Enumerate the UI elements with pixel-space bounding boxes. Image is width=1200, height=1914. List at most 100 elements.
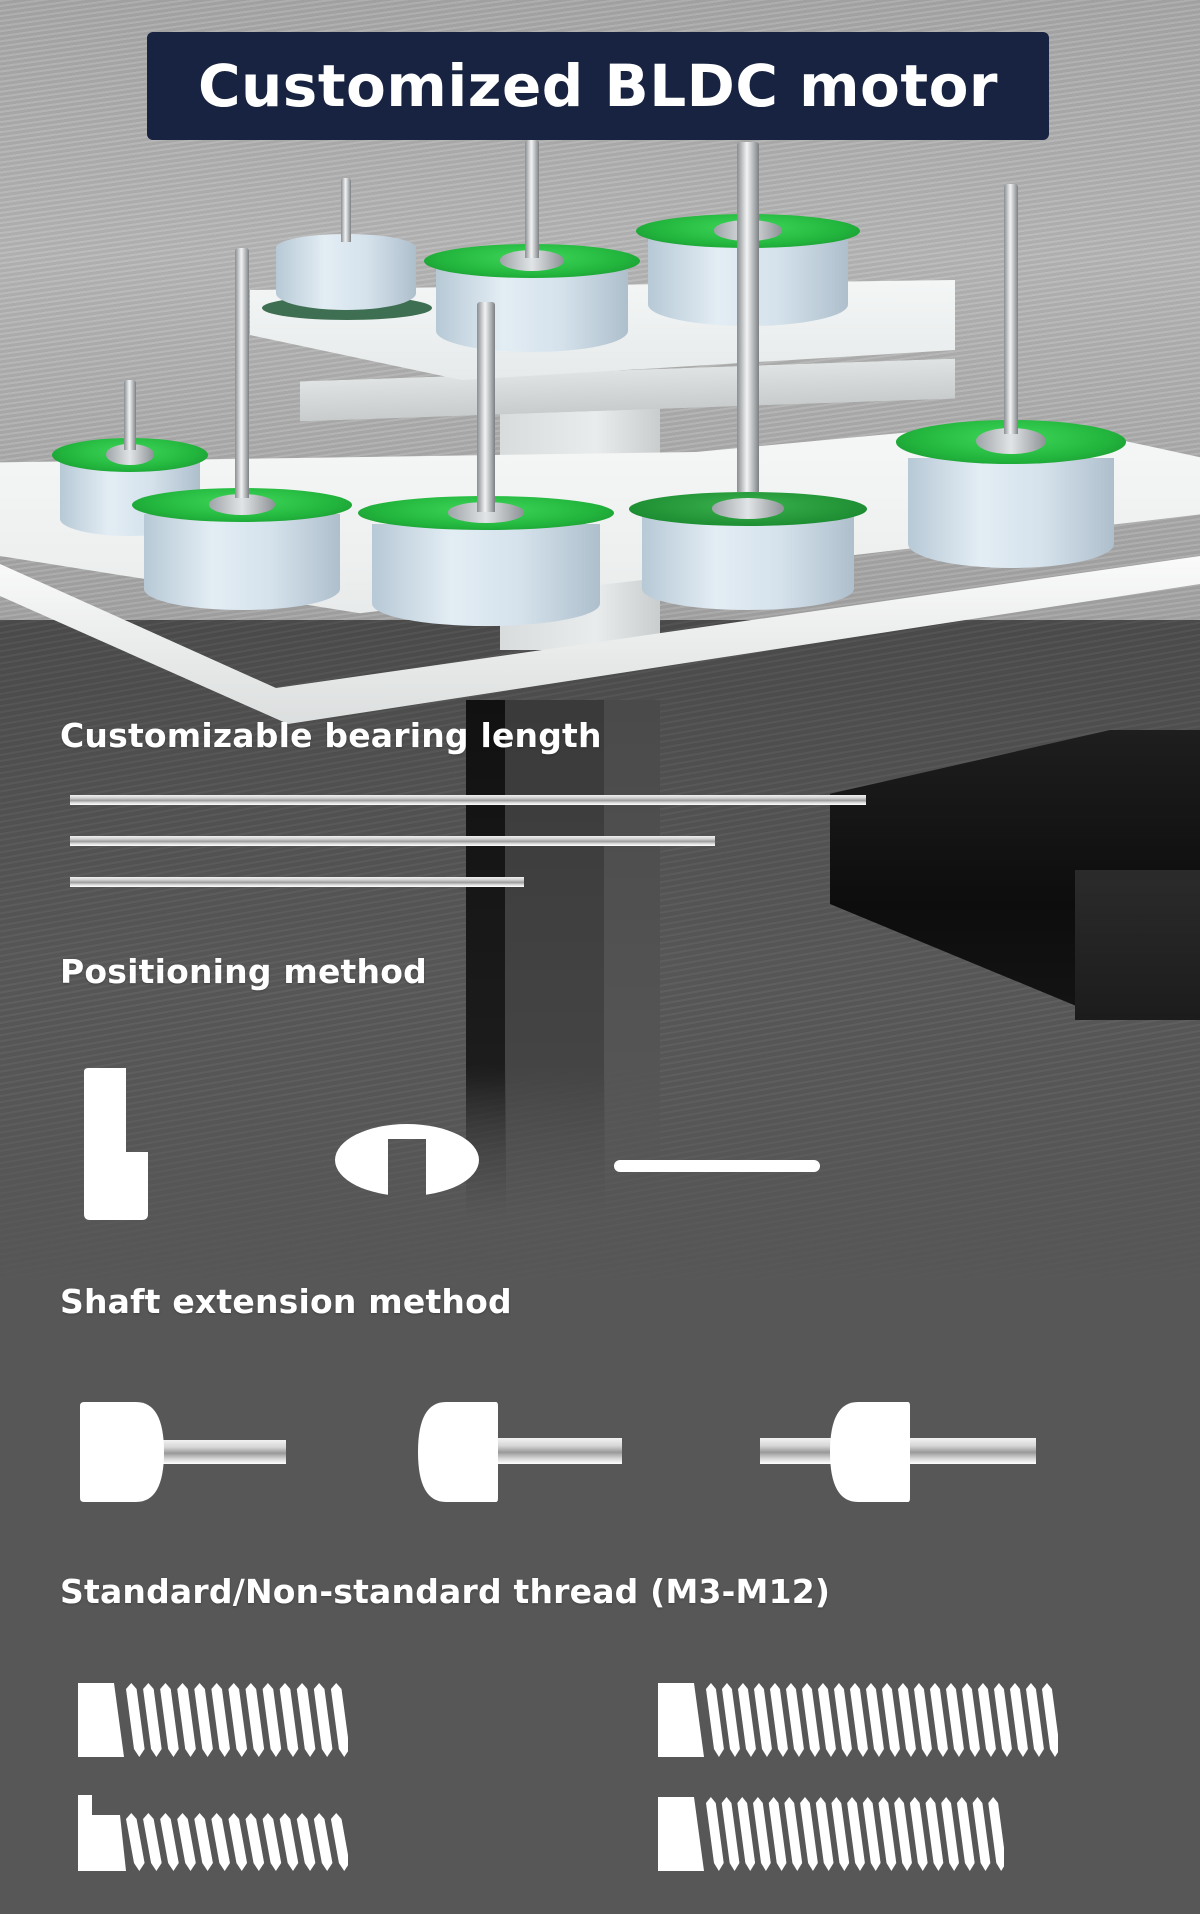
front-rounded-shaft-icon [418,1402,622,1502]
thread-tooth [194,1813,213,1871]
thread-tooth [972,1797,991,1871]
thread-tooth [228,1813,248,1871]
thread-tooth [1026,1683,1044,1757]
thread-tooth [878,1797,897,1871]
stepped-thread-icon [78,1795,348,1871]
motor-can [372,524,600,626]
motor [132,248,352,610]
motor-shaft [1004,184,1018,434]
page-title: Customized BLDC motor [197,52,999,120]
motor-shaft [525,140,539,258]
motor-pcb [629,492,867,526]
thread-shank [78,1683,124,1757]
thread-tooth [894,1797,912,1871]
thread-tooth [228,1683,248,1757]
dark-box-face [1075,870,1200,1020]
thread-tooth [802,1683,820,1757]
thread-tooth [898,1683,916,1757]
thread-tooth [1042,1683,1058,1757]
flat-cut-shaft-icon [84,1068,148,1220]
thread-tooth [279,1813,299,1871]
motor-can [908,458,1114,568]
thread-tooth [211,1813,230,1871]
thread-tooth [831,1797,850,1871]
thread-tooth [177,1683,196,1757]
motor-can [144,514,340,610]
thread-tooth [126,1683,145,1757]
section-heading-shaft-extension: Shaft extension method [60,1282,512,1321]
thread-tooth [925,1797,944,1871]
rear-rounded-shaft-icon [80,1402,286,1502]
thread-tooth [706,1797,724,1871]
motor-shaft [477,302,495,512]
thread-shank [78,1795,126,1871]
thread-tooth [866,1683,884,1757]
d-slot-profile-icon [335,1124,479,1196]
thread-tooth [786,1683,804,1757]
thread-tooth [770,1683,788,1757]
bearing-rod-medium [70,836,715,846]
motor-shaft [737,142,759,492]
floor-fade [0,1080,1200,1300]
motor-shaft [235,248,249,498]
thread-tooth [753,1797,771,1871]
thread-tooth [279,1683,299,1757]
thread-tooth [160,1813,179,1871]
thread-tooth [815,1797,834,1871]
thread-tooth [143,1683,162,1757]
thread-tooth [850,1683,868,1757]
section-heading-bearing-length: Customizable bearing length [60,716,602,755]
long-thread-icon [658,1683,1058,1757]
thread-tooth [978,1683,996,1757]
thread-tooth [1010,1683,1028,1757]
thread-tooth [738,1683,756,1757]
thread-tooth [177,1813,196,1871]
thread-shank [658,1797,704,1871]
thread-tooth [784,1797,803,1871]
thread-tooth [721,1797,740,1871]
thread-tooth [818,1683,836,1757]
thread-tooth [194,1683,213,1757]
thread-tooth [834,1683,852,1757]
motor [629,142,867,610]
thread-tooth [994,1683,1012,1757]
thread-tooth [160,1683,179,1757]
thread-tooth [313,1813,333,1871]
thread-tooth [909,1797,928,1871]
motor-can [276,234,416,310]
motor [276,178,416,310]
motor-can [642,514,854,610]
motor-shaft [341,178,351,242]
motor-shaft [124,380,136,450]
thread-tooth [862,1797,881,1871]
thread-tooth [988,1797,1004,1871]
thread-tooth [946,1683,964,1757]
thread-tooth [211,1683,230,1757]
thread-tooth [737,1797,756,1871]
thread-shank [658,1683,704,1757]
motor [358,302,614,626]
thread-tooth [800,1797,818,1871]
thread-tooth [914,1683,932,1757]
thread-tooth [962,1683,980,1757]
bearing-rod-long [70,795,866,805]
thread-tooth [262,1683,282,1757]
thread-tooth [930,1683,948,1757]
section-heading-positioning-method: Positioning method [60,952,427,991]
thread-tooth [330,1813,348,1871]
thread-tooth [296,1683,316,1757]
thread-tooth [313,1683,333,1757]
thread-tooth [754,1683,772,1757]
thread-tooth [941,1797,959,1871]
thread-tooth [143,1813,162,1871]
thread-tooth [706,1683,724,1757]
title-banner: Customized BLDC motor [147,32,1049,140]
motor [424,140,640,352]
motor [895,184,1127,568]
section-heading-thread: Standard/Non-standard thread (M3-M12) [60,1572,831,1611]
medium-thread-icon [658,1797,1004,1871]
thread-tooth [245,1683,265,1757]
thread-tooth [882,1683,900,1757]
thread-tooth [126,1813,145,1871]
thread-tooth [847,1797,865,1871]
